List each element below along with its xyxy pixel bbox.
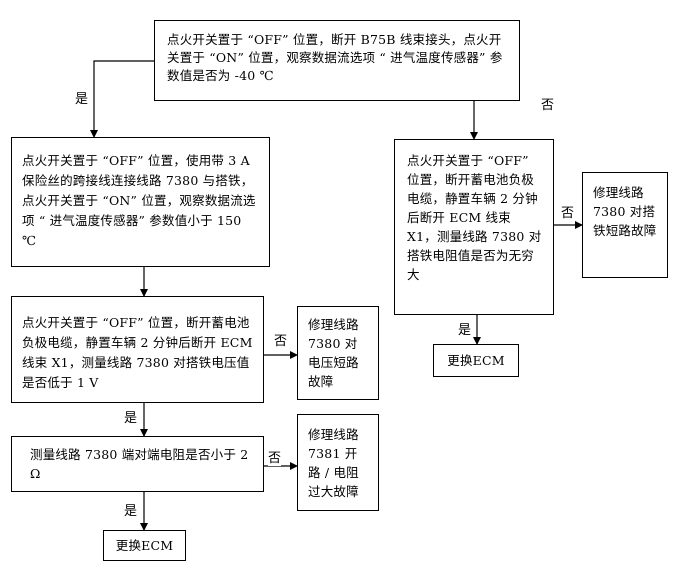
repair-open-circuit-text: 修理线路 7381 开路 / 电阻过大故障	[308, 427, 359, 499]
left-step-1-text: 点火开关置于 “OFF” 位置，使用带 3 A 保险丝的跨接线连接线路 7380…	[22, 153, 256, 248]
repair-short-to-power-box: 修理线路 7380 对电压短路故障	[297, 306, 379, 400]
repair-open-circuit-box: 修理线路 7381 开路 / 电阻过大故障	[297, 414, 379, 511]
replace-ecm-bottom-box: 更换ECM	[103, 530, 186, 561]
yes-label-left-3: 是	[124, 504, 138, 519]
arrow-start-to-left	[90, 60, 154, 138]
left-step-3-box: 测量线路 7380 端对端电阻是否小于 2 Ω	[11, 436, 264, 492]
no-label-left-3: 否	[268, 451, 282, 466]
no-label-right: 否	[561, 206, 575, 221]
left-step-1-box: 点火开关置于 “OFF” 位置，使用带 3 A 保险丝的跨接线连接线路 7380…	[11, 137, 270, 267]
yes-label-start: 是	[75, 92, 89, 107]
replace-ecm-right-box: 更换ECM	[433, 344, 519, 377]
repair-short-to-ground-text: 修理线路 7380 对搭铁短路故障	[593, 185, 657, 238]
right-step-1-text: 点火开关置于 “OFF” 位置，断开蓄电池负极电缆，静置车辆 2 分钟后断开 E…	[407, 153, 542, 282]
left-step-2-text: 点火开关置于 “OFF” 位置，断开蓄电池负极电缆，静置车辆 2 分钟后断开 E…	[22, 315, 253, 390]
replace-ecm-bottom-text: 更换ECM	[115, 538, 174, 553]
repair-short-to-ground-box: 修理线路 7380 对搭铁短路故障	[582, 172, 668, 278]
no-label-left-2: 否	[274, 334, 288, 349]
replace-ecm-right-text: 更换ECM	[447, 353, 505, 368]
start-check-text: 点火开关置于 “OFF” 位置，断开 B75B 线束接头，点火开关置于 “ON”…	[167, 32, 503, 83]
yes-label-right: 是	[458, 323, 472, 338]
repair-short-to-power-text: 修理线路 7380 对电压短路故障	[308, 317, 359, 389]
right-step-1-box: 点火开关置于 “OFF” 位置，断开蓄电池负极电缆，静置车辆 2 分钟后断开 E…	[394, 139, 554, 315]
start-check-box: 点火开关置于 “OFF” 位置，断开 B75B 线束接头，点火开关置于 “ON”…	[154, 20, 520, 101]
yes-label-left-2: 是	[124, 411, 138, 426]
left-step-2-box: 点火开关置于 “OFF” 位置，断开蓄电池负极电缆，静置车辆 2 分钟后断开 E…	[11, 296, 264, 403]
no-label-start: 否	[541, 98, 555, 113]
left-step-3-text: 测量线路 7380 端对端电阻是否小于 2 Ω	[30, 447, 249, 481]
